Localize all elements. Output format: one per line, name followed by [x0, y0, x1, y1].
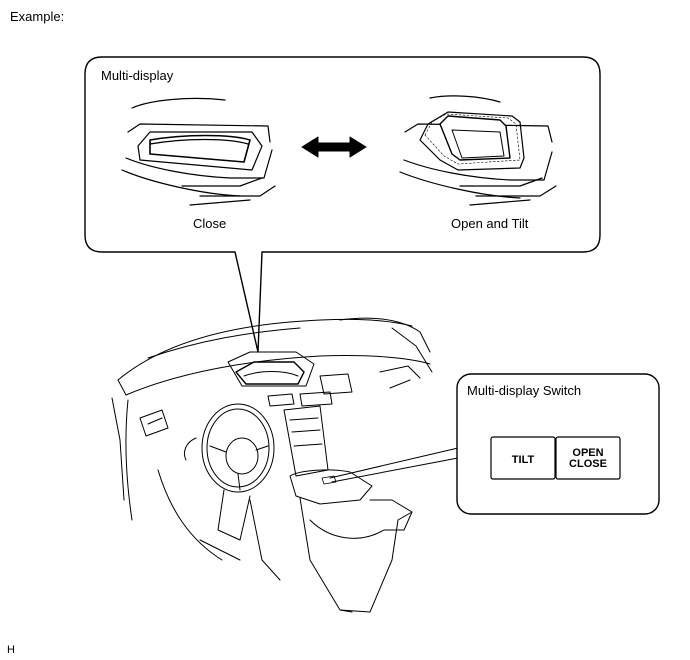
display-open-illustration: [399, 95, 557, 206]
switch-callout-title: Multi-display Switch: [467, 383, 581, 398]
open-tilt-state-label: Open and Tilt: [451, 216, 529, 231]
multi-display-title: Multi-display: [101, 68, 174, 83]
corner-mark: H: [7, 644, 15, 656]
switch-leader-line: [329, 447, 459, 479]
open-close-button[interactable]: [555, 436, 621, 480]
example-heading: Example:: [10, 9, 65, 24]
dashboard-illustration: [111, 317, 433, 613]
multi-display-callout-frame: [84, 56, 601, 353]
display-closed-illustration: [121, 97, 276, 206]
multi-display-callout: Multi-display: [84, 56, 601, 353]
double-arrow-icon: [301, 136, 367, 158]
switch-callout: Multi-display Switch TILT OPEN CLOSE: [456, 373, 660, 515]
open-button-label: OPEN: [572, 447, 603, 459]
switch-leader-line-2: [331, 457, 459, 483]
close-state-label: Close: [193, 216, 226, 231]
close-button-label: CLOSE: [569, 458, 607, 470]
tilt-button-label: TILT: [512, 454, 535, 466]
tilt-button[interactable]: [490, 436, 556, 480]
